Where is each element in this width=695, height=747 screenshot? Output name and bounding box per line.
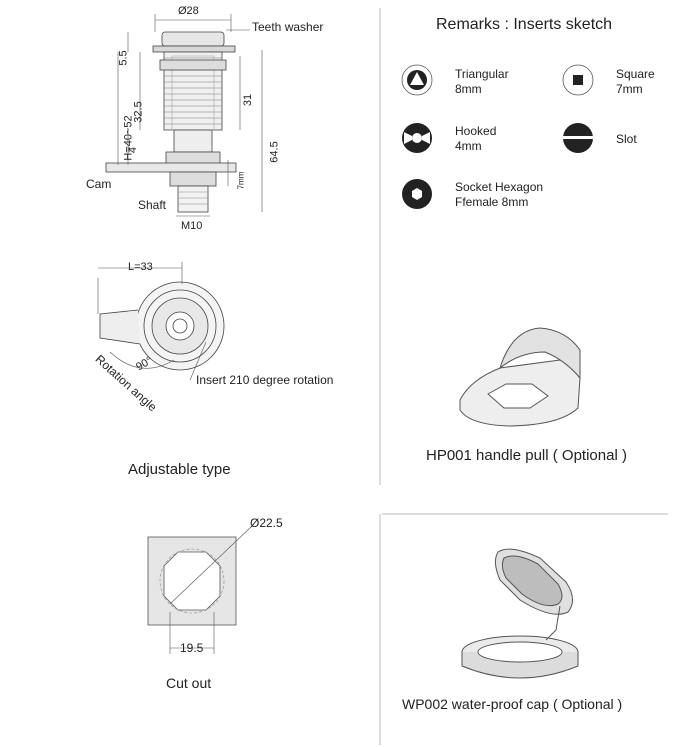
handle-pull-caption: HP001 handle pull ( Optional ): [426, 447, 627, 464]
hooked-name: Hooked: [455, 124, 497, 138]
hooked-size: 4mm: [455, 139, 482, 153]
slot-insert-icon: [563, 123, 593, 153]
adjustable-front-view: [97, 262, 225, 381]
square-name: Square: [616, 67, 655, 81]
hooked-insert-icon: [402, 123, 432, 153]
square-insert-label: Square 7mm: [616, 67, 655, 97]
hexagon-name: Socket Hexagon: [455, 180, 544, 194]
waterproof-cap-illustration: [461, 548, 579, 679]
cutout-width-label: 19.5: [180, 641, 204, 655]
cutout-drawing: [147, 525, 253, 654]
cutout-diameter-label: Ø22.5: [250, 516, 283, 530]
cutout-caption: Cut out: [166, 675, 212, 691]
triangle-insert-icon: [401, 64, 433, 96]
dim-h-label: H=40~52: [122, 115, 135, 161]
dim-5-5-label: 5.5: [117, 50, 130, 66]
cam-label: Cam: [86, 177, 112, 191]
triangular-size: 8mm: [455, 82, 482, 96]
handle-pull-illustration: [459, 327, 581, 427]
dim-31-label: 31: [242, 93, 255, 107]
thread-size-label: M10: [181, 220, 203, 232]
teeth-washer-label: Teeth washer: [252, 20, 324, 34]
square-size: 7mm: [616, 82, 643, 96]
hooked-insert-label: Hooked 4mm: [455, 124, 496, 154]
waterproof-cap-caption: WP002 water-proof cap ( Optional ): [402, 696, 623, 712]
slot-name: Slot: [616, 132, 637, 146]
dim-4-label: 4: [127, 146, 140, 154]
hexagon-insert-icon: [402, 179, 432, 209]
slot-insert-label: Slot: [616, 132, 637, 147]
head-diameter-label: Ø28: [178, 5, 199, 17]
lock-side-view: [105, 31, 237, 213]
triangular-insert-label: Triangular 8mm: [455, 67, 509, 97]
shaft-label: Shaft: [138, 198, 167, 212]
dim-64-5-label: 64.5: [268, 141, 281, 163]
triangular-name: Triangular: [455, 67, 509, 81]
adjustable-type-caption: Adjustable type: [128, 461, 231, 478]
square-insert-icon: [562, 64, 594, 96]
remarks-title: Remarks : Inserts sketch: [436, 16, 613, 33]
hexagon-insert-label: Socket Hexagon Ffemale 8mm: [455, 180, 543, 210]
lock-dimension-lines: [117, 14, 263, 217]
length-label: L=33: [128, 261, 153, 273]
dim-7mm-label: 7mm: [236, 171, 246, 190]
hexagon-size: Ffemale 8mm: [455, 195, 529, 209]
insert-rotation-label: Insert 210 degree rotation: [196, 373, 334, 387]
